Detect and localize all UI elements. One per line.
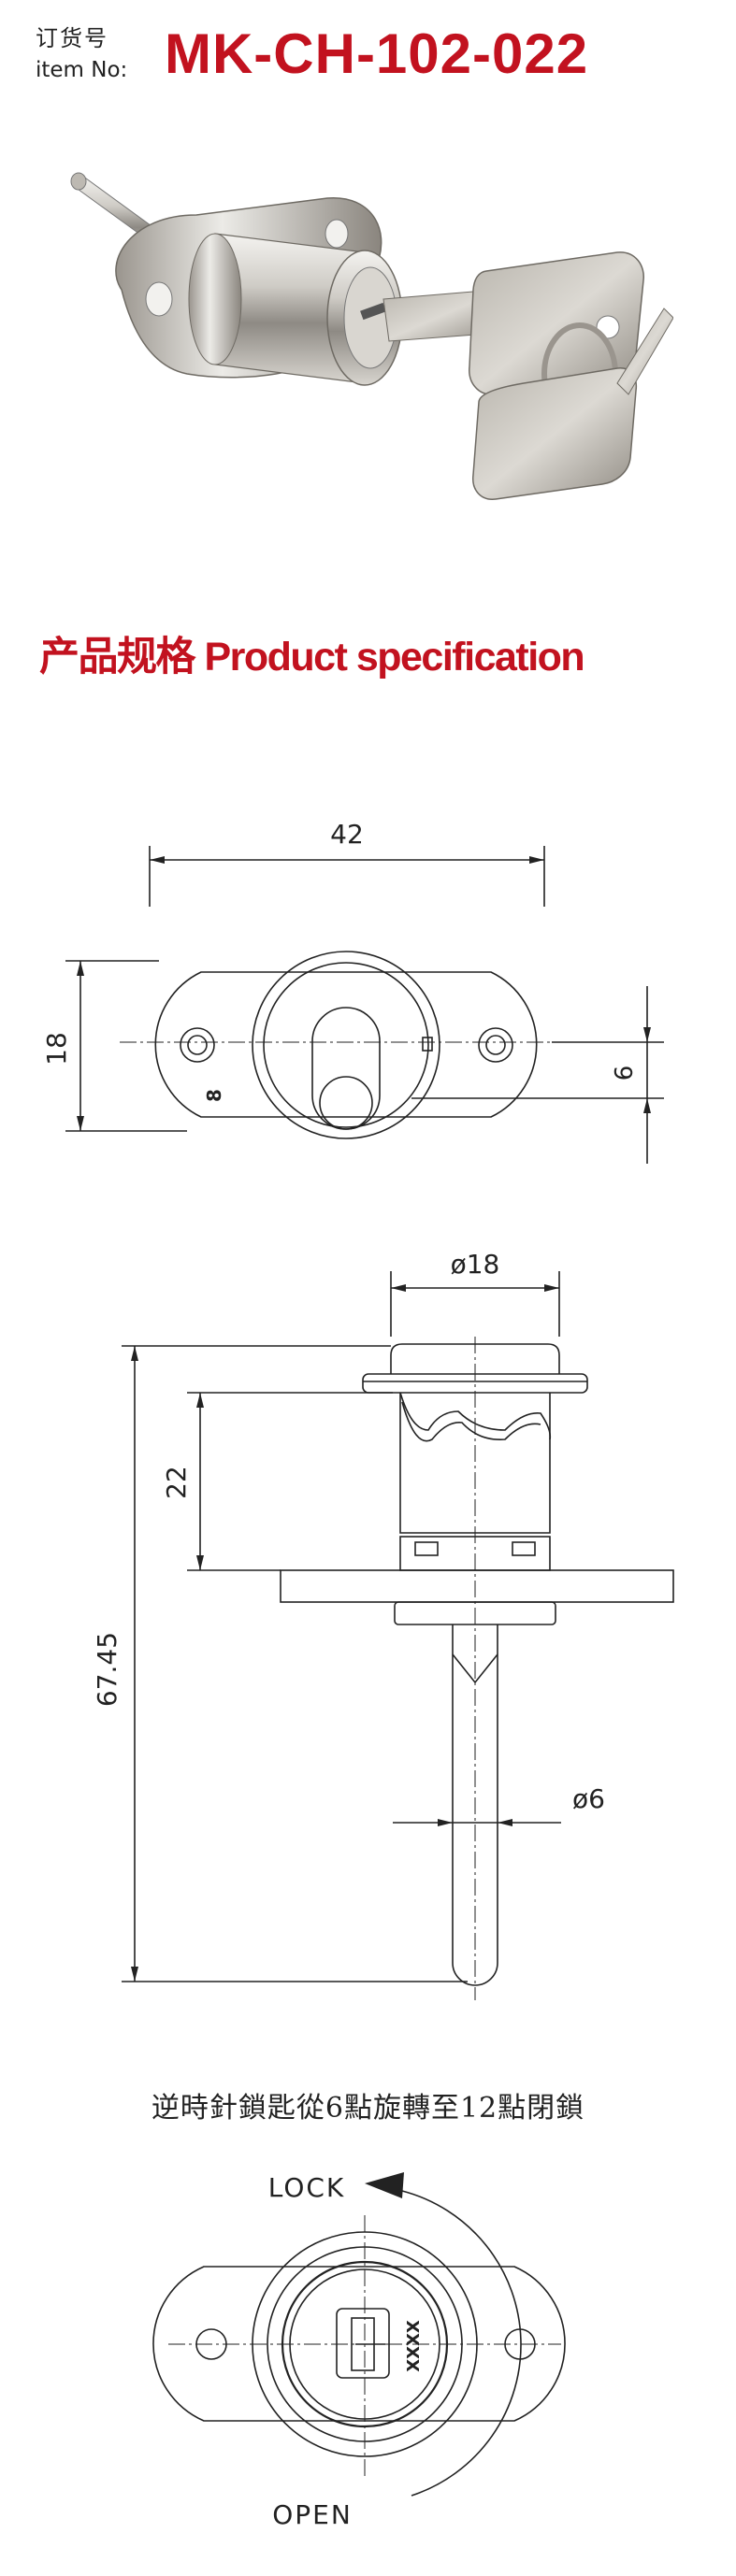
keyway-slot: [311, 1007, 381, 1130]
body-height-label: 22: [161, 1466, 192, 1499]
pin-diameter-label: ø6: [572, 1783, 605, 1814]
side-view-drawing: ø18 22 67.45 ø6: [92, 1249, 674, 2000]
rotation-caption: 逆時針鎖匙從6點旋轉至12點閉鎖: [151, 2092, 585, 2125]
key-graphic: [382, 251, 644, 395]
item-number: MK-CH-102-022: [165, 22, 589, 85]
screw-hole-left: [180, 1027, 215, 1063]
pin-circle: [319, 1076, 373, 1130]
header-labels: 订货号 item No:: [36, 22, 157, 86]
rear-flange-outline: [152, 2266, 566, 2422]
face-mark: 8: [203, 1089, 225, 1102]
offset-dim-label: 6: [611, 1066, 639, 1081]
height-dim-label: 18: [41, 1032, 72, 1066]
screw-hole-right: [478, 1027, 513, 1063]
lock-label: LOCK: [268, 2172, 346, 2203]
total-length-label: 67.45: [92, 1632, 123, 1707]
pin-outline: [452, 1624, 498, 1986]
product-photo: [70, 172, 673, 500]
flange-outline: [154, 971, 538, 1118]
key-slot: [336, 2308, 390, 2379]
width-dim-label: 42: [330, 819, 364, 850]
flange-side-outline: [280, 1569, 674, 1603]
rotation-view-drawing: LOCK OPEN XXXX: [152, 2172, 566, 2530]
item-label-en: item No:: [36, 58, 128, 82]
cylinder-inner: [263, 962, 429, 1128]
top-diameter-label: ø18: [451, 1249, 500, 1280]
spec-section-title: 产品规格 Product specification: [39, 635, 585, 680]
lock-cylinder-graphic: [188, 233, 403, 386]
cylinder-outer: [252, 951, 440, 1139]
second-key-graphic: [472, 308, 673, 500]
order-label-cn: 订货号: [36, 25, 108, 51]
header: 订货号 item No: MK-CH-102-022: [36, 17, 709, 101]
front-view-drawing: 42 18 6 8: [41, 819, 664, 1164]
rotation-arc: [401, 2190, 522, 2497]
lock-arrow-icon: [365, 2172, 404, 2198]
open-label: OPEN: [272, 2499, 353, 2530]
key-code-label: XXXX: [404, 2320, 424, 2372]
